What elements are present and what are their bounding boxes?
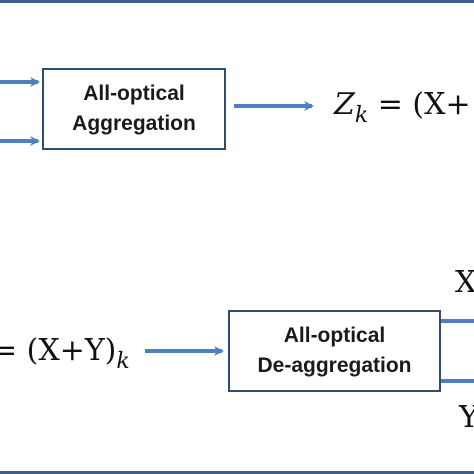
- formula-top-rhs: = (X+: [368, 87, 471, 122]
- aggregation-box: All-optical Aggregation: [42, 68, 226, 150]
- output-y-label: Y: [459, 400, 474, 435]
- output-x-label: X: [455, 265, 474, 300]
- formula-bottom-lhs: = (X+Y): [0, 333, 117, 368]
- aggregation-box-line2: Aggregation: [72, 112, 196, 135]
- aggregation-box-line1: All-optical: [83, 81, 185, 105]
- deaggregation-box-line2: De-aggregation: [257, 354, 412, 377]
- formula-bottom-sub: k: [116, 349, 130, 374]
- formula-top-lhs-sub: k: [354, 103, 369, 128]
- arrow-layer: [0, 77, 474, 383]
- formula-top-lhs: Z: [334, 87, 355, 122]
- deaggregation-box: All-optical De-aggregation: [228, 310, 441, 392]
- formula-top: Zk = (X+: [334, 87, 471, 128]
- formula-bottom: = (X+Y)k: [0, 333, 130, 374]
- deaggregation-box-line1: All-optical: [283, 323, 386, 347]
